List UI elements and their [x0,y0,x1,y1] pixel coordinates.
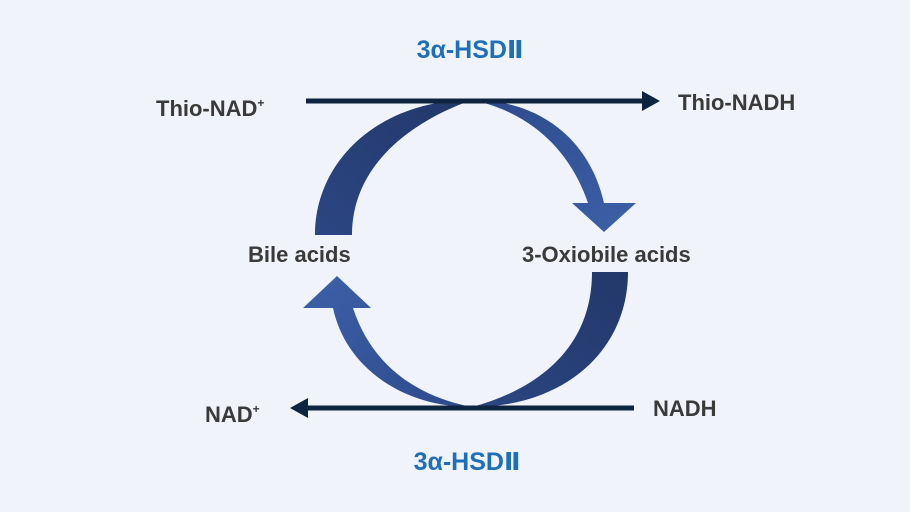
arc-top-to-oxobile [472,100,636,232]
nadh-label: NADH [653,396,717,421]
enzyme-label-top: 3α-HSDⅡ [416,36,524,64]
nad-base: NAD [205,402,253,427]
nad-charge: + [252,402,260,416]
thio-nadh-label: Thio-NADH [678,90,796,115]
arc-oxobile-to-bottom [472,272,628,407]
bottom-reaction-arrowhead [290,398,308,418]
thio-nad-base: Thio-NAD [156,96,258,121]
bile-acids-label: Bile acids [248,242,351,267]
nad-label: NAD+ [205,396,260,428]
top-reaction-arrowhead [642,91,660,111]
arc-bottom-to-bile [303,276,472,407]
enzyme-label-bottom: 3α-HSDⅡ [413,448,521,476]
arc-bile-to-top [315,100,472,235]
oxobile-acids-label: 3-Oxiobile acids [522,242,691,267]
thio-nad-label: Thio-NAD+ [156,90,264,122]
thio-nad-charge: + [257,96,265,110]
